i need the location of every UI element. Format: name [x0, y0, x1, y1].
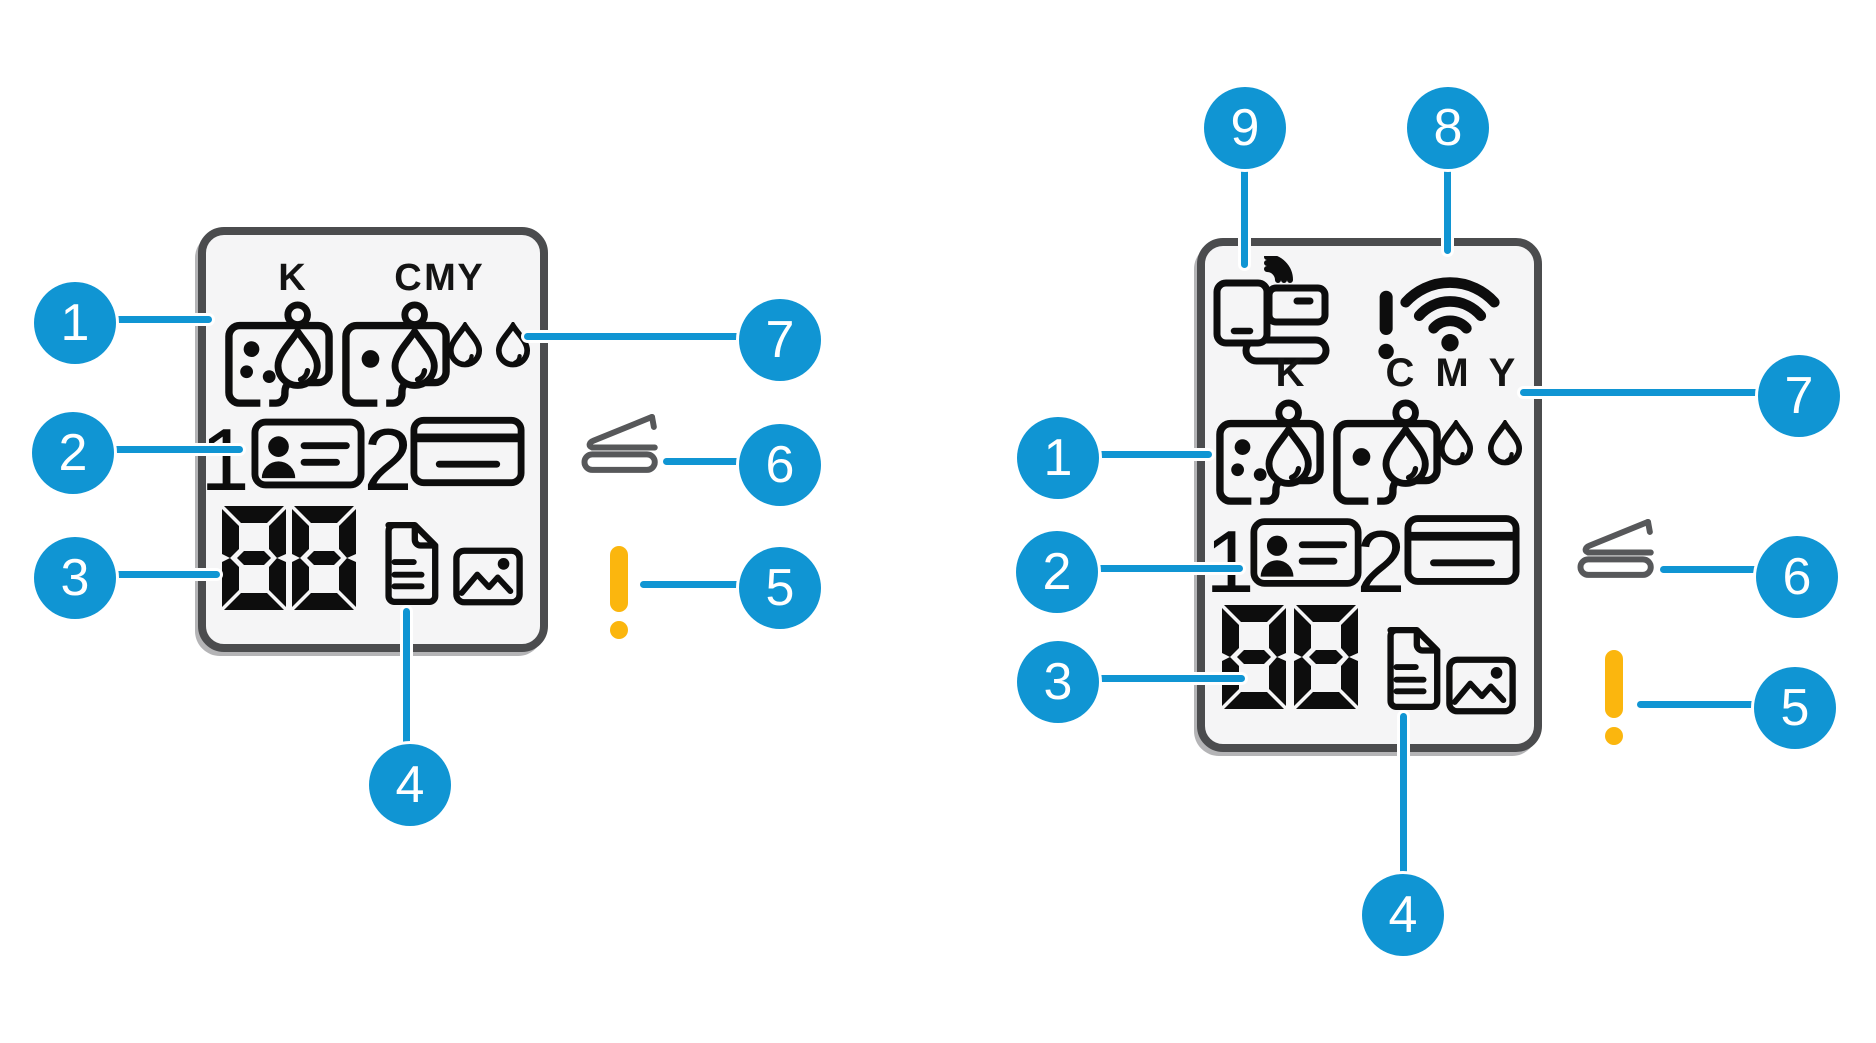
wifi-direct-icon — [1213, 256, 1333, 366]
attention-exclamation-bar — [1605, 650, 1623, 718]
callout-8: 8 — [1407, 87, 1489, 169]
ink-label-c: C — [1385, 351, 1415, 395]
callout-line-1 — [1096, 451, 1212, 458]
ink-drop-icon — [1486, 420, 1524, 473]
id-card-icon — [251, 418, 365, 489]
callout-line-2 — [110, 446, 243, 453]
attention-exclamation-dot — [610, 621, 628, 639]
ink-drop-icon — [494, 322, 532, 375]
callout-line-6 — [663, 458, 743, 465]
document-icon — [1376, 626, 1444, 710]
callout-3: 3 — [34, 537, 116, 619]
callout-line-9 — [1241, 166, 1248, 268]
callout-5: 5 — [1754, 667, 1836, 749]
bank-card-icon — [410, 416, 525, 487]
slot1-number: 1 — [1205, 512, 1255, 611]
slot1-number: 1 — [200, 410, 250, 509]
ink-label-m: M — [1435, 351, 1469, 395]
ink-label-c: C — [394, 257, 422, 299]
ink-drop-icon — [446, 322, 484, 375]
id-card-icon — [1250, 517, 1362, 588]
callout-4: 4 — [1362, 874, 1444, 956]
slot2-number: 2 — [363, 410, 413, 509]
callout-7: 7 — [1758, 355, 1840, 437]
wireless-alert-icon — [1376, 256, 1524, 362]
ink-label-k: K — [278, 257, 306, 299]
attention-exclamation-dot — [1605, 727, 1623, 745]
callout-7: 7 — [739, 299, 821, 381]
black-cartridge-icon — [1216, 398, 1324, 510]
callout-line-7 — [524, 333, 742, 340]
ink-label-k: K — [1275, 351, 1305, 395]
ink-label-y: Y — [457, 257, 483, 299]
callout-6: 6 — [1756, 536, 1838, 618]
callout-6: 6 — [739, 424, 821, 506]
callout-line-8 — [1444, 166, 1451, 254]
document-icon — [374, 521, 442, 605]
callout-4: 4 — [369, 744, 451, 826]
scanner-lid-icon — [579, 405, 663, 480]
ink-label-y: Y — [1488, 351, 1516, 395]
slot2-number: 2 — [1356, 512, 1406, 611]
callout-line-4 — [1400, 713, 1407, 876]
ink-label-m: M — [424, 257, 456, 299]
callout-line-5 — [640, 581, 742, 588]
callout-line-3 — [1096, 675, 1245, 682]
attention-exclamation-bar — [610, 546, 628, 612]
callout-line-6 — [1660, 566, 1758, 573]
callout-line-1 — [112, 316, 212, 323]
photo-icon — [1446, 656, 1516, 715]
callout-3: 3 — [1017, 641, 1099, 723]
callout-line-3 — [112, 571, 220, 578]
counter-digit-8 — [291, 505, 357, 611]
callout-line-7 — [1520, 389, 1760, 396]
callout-2: 2 — [1016, 531, 1098, 613]
callout-2: 2 — [32, 412, 114, 494]
right-display-panel — [1197, 238, 1542, 752]
counter-digit-8 — [221, 505, 287, 611]
bank-card-icon — [1404, 514, 1520, 586]
ink-drop-icon — [1437, 420, 1475, 473]
color-cartridge-icon — [1333, 398, 1441, 510]
callout-line-2 — [1095, 565, 1243, 572]
scanner-lid-icon — [1575, 510, 1659, 585]
photo-icon — [453, 547, 523, 606]
callout-9: 9 — [1204, 87, 1286, 169]
callout-5: 5 — [739, 547, 821, 629]
callout-1: 1 — [34, 282, 116, 364]
callout-1: 1 — [1017, 417, 1099, 499]
counter-digit-8 — [1293, 604, 1359, 710]
callout-line-4 — [403, 608, 410, 748]
black-cartridge-icon — [225, 300, 333, 412]
callout-line-5 — [1637, 701, 1756, 708]
counter-digit-8 — [1221, 604, 1287, 710]
color-cartridge-icon — [342, 300, 450, 412]
